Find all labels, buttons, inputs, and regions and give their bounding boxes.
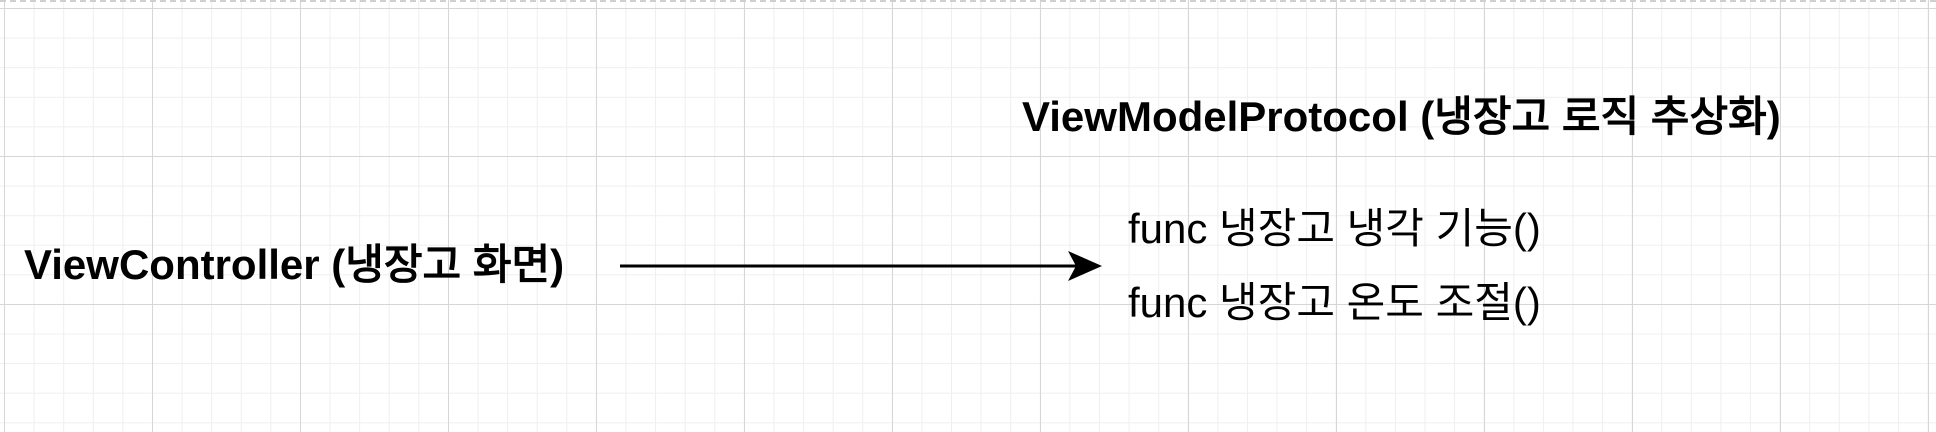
view-controller-label: ViewController (냉장고 화면) bbox=[24, 241, 565, 288]
arrow-head-icon bbox=[1068, 251, 1102, 281]
canvas-top-border bbox=[0, 0, 1936, 2]
protocol-method-cooling: func 냉장고 냉각 기능() bbox=[1128, 205, 1541, 252]
protocol-title: ViewModelProtocol (냉장고 로직 추상화) bbox=[1022, 93, 1781, 140]
protocol-method-temperature: func 냉장고 온도 조절() bbox=[1128, 279, 1541, 326]
